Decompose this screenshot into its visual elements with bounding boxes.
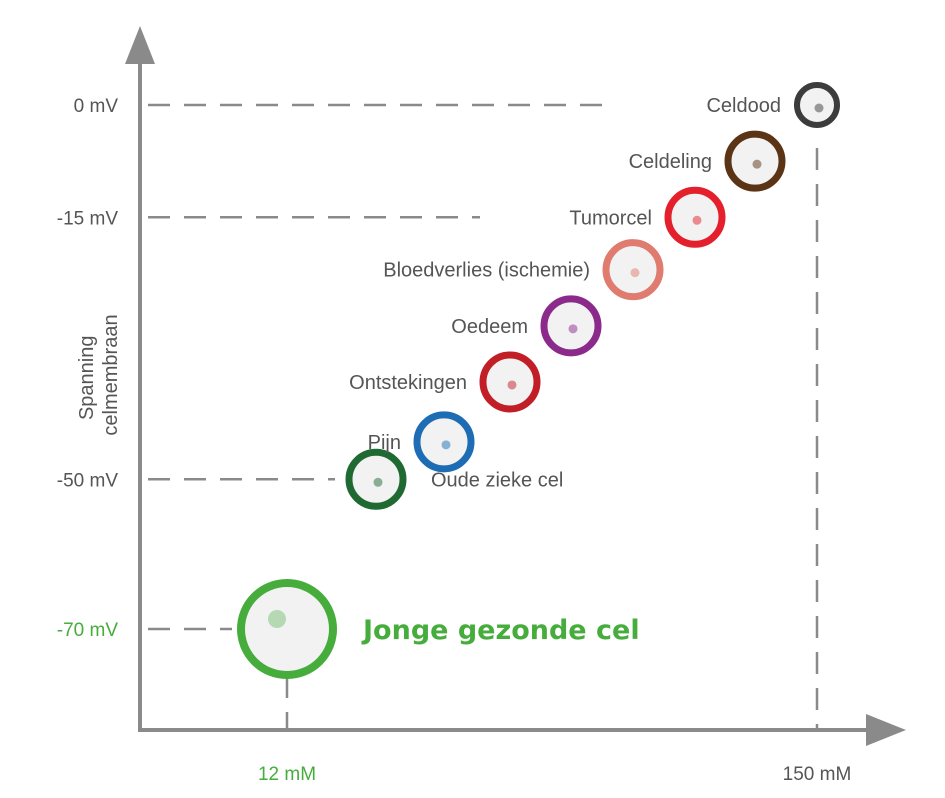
cell-nucleus-celdeling: [752, 159, 762, 169]
cell-ontstekingen: Ontstekingen: [349, 351, 541, 413]
cell-celdood: Celdood: [706, 82, 840, 128]
cell-ring-jonge-gezonde-cel: [237, 579, 337, 679]
cell-nucleus-tumorcel: [692, 215, 702, 225]
y-axis-label: Spanning celmembraan: [76, 314, 122, 435]
guide-lines: [148, 103, 819, 728]
cell-oedeem: Oedeem: [451, 295, 602, 357]
cell-nucleus-oedeem: [568, 324, 578, 334]
x-tick-12-mm: 12 mM: [258, 764, 316, 785]
cell-pijn: Pijn: [368, 411, 475, 473]
cell-label-oude-zieke-cel: Oude zieke cel: [431, 469, 563, 491]
x-tick-labels: 12 mM 150 mM: [258, 764, 851, 785]
cell-label-celdood: Celdood: [706, 95, 781, 117]
cell-label-bloedverlies-ischemie: Bloedverlies (ischemie): [383, 260, 590, 282]
cell-nucleus-pijn: [441, 440, 451, 450]
data-points: Jonge gezonde cel Oude zieke cel Pijn Ontst…: [237, 82, 840, 679]
y-axis-arrow: [125, 26, 155, 64]
y-tick-0-mv: 0 mV: [74, 96, 119, 117]
y-tick-labels: 0 mV -15 mV -50 mV -70 mV: [57, 96, 119, 641]
y-tick-15-mv: -15 mV: [57, 208, 119, 229]
x-tick-150-mm: 150 mM: [783, 764, 852, 785]
cell-nucleus-bloedverlies-ischemie: [630, 268, 640, 278]
cell-celdeling: Celdeling: [629, 130, 786, 192]
axes: [125, 26, 906, 746]
cell-nucleus-oude-zieke-cel: [373, 477, 383, 487]
x-axis-arrow: [866, 714, 906, 746]
cell-label-oedeem: Oedeem: [451, 316, 528, 338]
cell-nucleus-ontstekingen: [507, 380, 517, 390]
cell-nucleus-celdood: [814, 103, 824, 113]
y-tick-50-mv: -50 mV: [57, 470, 119, 491]
cell-label-pijn: Pijn: [368, 432, 401, 454]
cell-oude-zieke-cel: Oude zieke cel: [345, 448, 563, 510]
cell-bloedverlies-ischemie: Bloedverlies (ischemie): [383, 239, 664, 301]
y-axis-label-line-1: Spanning: [76, 336, 98, 421]
cell-label-tumorcel: Tumorcel: [569, 207, 652, 229]
cell-label-celdeling: Celdeling: [629, 151, 712, 173]
y-tick-70-mv: -70 mV: [57, 620, 119, 641]
cell-nucleus-jonge-gezonde-cel: [268, 610, 286, 628]
cell-jonge-gezonde-cel: Jonge gezonde cel: [237, 579, 640, 679]
cell-tumorcel: Tumorcel: [569, 186, 726, 248]
cell-label-ontstekingen: Ontstekingen: [349, 372, 467, 394]
cell-label-jonge-gezonde-cel: Jonge gezonde cel: [361, 615, 640, 646]
y-axis-label-line-2: celmembraan: [100, 314, 122, 435]
